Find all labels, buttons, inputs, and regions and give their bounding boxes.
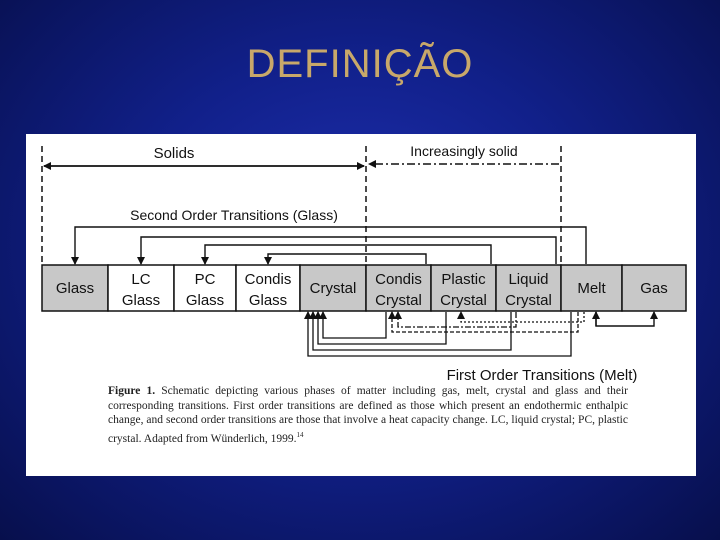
phase-label: Gas — [640, 280, 668, 297]
figure-caption: Figure 1. Schematic depicting various ph… — [108, 384, 628, 446]
caption-label: Figure 1. — [108, 385, 156, 397]
phase-box — [107, 264, 175, 312]
melt-gas-transition — [595, 311, 658, 327]
first-order-transition-7 — [457, 311, 585, 323]
first-order-transition-1 — [304, 311, 572, 357]
phase-label: Crystal — [310, 280, 357, 297]
phase-box — [41, 264, 109, 312]
phase-label: PC — [195, 271, 216, 288]
phase-label: Glass — [249, 292, 287, 309]
phase-box — [235, 264, 301, 312]
first-order-transition-3 — [314, 311, 447, 345]
phase-label: Condis — [245, 271, 292, 288]
phase-label: Liquid — [508, 271, 548, 288]
first-order-label: First Order Transitions (Melt) — [447, 367, 638, 384]
phase-label: Crystal — [505, 292, 552, 309]
phase-label: LC — [131, 271, 150, 288]
phase-label: Melt — [577, 280, 606, 297]
phase-box — [173, 264, 237, 312]
phase-label: Glass — [56, 280, 94, 297]
phase-box — [430, 264, 497, 312]
phase-box — [621, 264, 687, 312]
caption-ref: 14 — [296, 430, 304, 439]
solids-label-bg — [138, 142, 222, 164]
first-order-transition-4 — [319, 311, 387, 339]
phase-label: Crystal — [440, 292, 487, 309]
phase-box — [560, 264, 623, 312]
first-order-transition-6 — [394, 311, 517, 328]
increasingly-solid-label-bg — [394, 140, 534, 160]
first-order-transition-2 — [309, 311, 512, 351]
slide-title: DEFINIÇÃO — [246, 42, 474, 86]
solids-label: Solids — [154, 145, 195, 162]
increasingly-solid-label: Increasingly solid — [410, 143, 517, 159]
phase-label: Crystal — [375, 292, 422, 309]
second-order-transition-3 — [201, 244, 492, 265]
phase-label: Glass — [122, 292, 160, 309]
phase-label: Condis — [375, 271, 422, 288]
phase-label: Plastic — [441, 271, 486, 288]
second-order-transition-4 — [264, 253, 427, 265]
second-order-label: Second Order Transitions (Glass) — [130, 207, 338, 223]
caption-text: Schematic depicting various phases of ma… — [108, 385, 628, 445]
phase-label: Glass — [186, 292, 224, 309]
second-order-transition-2 — [137, 236, 557, 265]
second-order-transition-1 — [71, 226, 587, 265]
